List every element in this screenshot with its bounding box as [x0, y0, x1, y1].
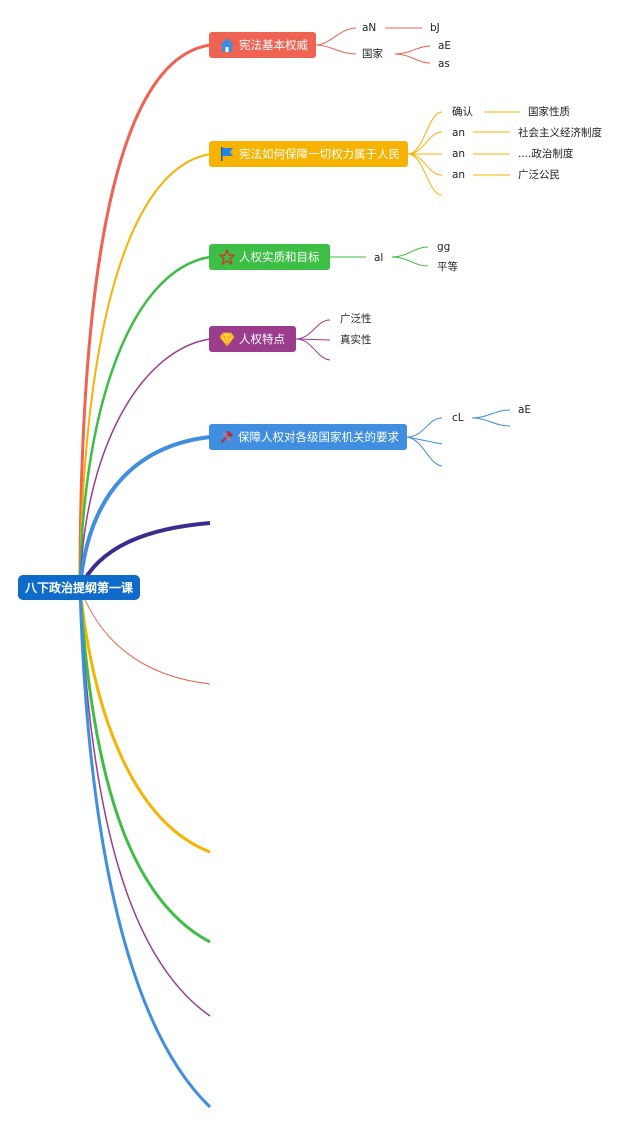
star-icon — [219, 249, 235, 265]
topic-label: 保障人权对各级国家机关的要求 — [238, 430, 399, 444]
branch-red-7 — [79, 587, 211, 685]
leaf-t2-2[interactable]: an — [452, 127, 466, 139]
topic-label: 人权特点 — [239, 332, 285, 346]
t5-sub-a-c2 — [471, 417, 511, 427]
leaf-t2-3[interactable]: an — [452, 148, 466, 160]
t2-sub-5 — [407, 153, 443, 196]
topic-label: 宪法如何保障一切权力属于人民 — [239, 147, 400, 161]
topic-constitution-authority[interactable]: 宪法基本权威 — [209, 32, 316, 58]
topic-state-organ-requirements[interactable]: 保障人权对各级国家机关的要求 — [209, 424, 407, 450]
tools-icon — [220, 430, 233, 443]
t3-sub-a-c2 — [391, 256, 429, 267]
branch-blue-11 — [78, 587, 212, 1109]
branch-blue-5 — [78, 435, 211, 589]
leaf-t2-1[interactable]: 确认 — [452, 106, 473, 118]
flag-icon — [221, 147, 233, 161]
leaf-t5-a-child[interactable]: aE — [518, 404, 532, 416]
branch-yellow-8 — [78, 587, 211, 854]
diamond-icon — [219, 332, 235, 347]
t3-sub-a-c1 — [391, 246, 429, 258]
leaf-t2-3-child[interactable]: ....政治制度 — [518, 148, 574, 160]
branch-navy-6 — [78, 521, 211, 589]
t1-sub-a — [315, 27, 357, 46]
leaf-t2-4-child[interactable]: 广泛公民 — [518, 169, 560, 181]
branch-red-1 — [78, 43, 211, 589]
t5-sub-b — [406, 436, 443, 445]
t1-sub-b-c2 — [394, 53, 431, 64]
leaf-t2-1-child[interactable]: 国家性质 — [528, 106, 570, 118]
leaf-t1-b-c1[interactable]: aE — [438, 40, 452, 52]
leaf-t1-b-c2[interactable]: as — [438, 58, 450, 70]
t5-sub-c — [406, 436, 443, 467]
leaf-t2-2-child[interactable]: 社会主义经济制度 — [518, 127, 602, 139]
topic-label: 宪法基本权威 — [239, 38, 308, 52]
t4-sub-2 — [295, 338, 331, 341]
leaf-t3-c2[interactable]: 平等 — [437, 261, 458, 273]
leaf-t1-a[interactable]: aN — [362, 22, 377, 34]
t1-sub-b-c1 — [394, 45, 431, 55]
house-icon — [220, 38, 234, 52]
leaf-t3-a[interactable]: al — [374, 252, 384, 264]
branch-green-3 — [78, 255, 211, 589]
root-node[interactable]: 八下政治提纲第一课 — [18, 575, 140, 600]
t2-sub-2 — [407, 131, 443, 155]
topic-human-rights-essence[interactable]: 人权实质和目标 — [209, 244, 330, 270]
branch-purple-10 — [79, 587, 211, 1017]
leaf-t1-a-child[interactable]: bJ — [430, 22, 440, 34]
t5-sub-a-c1 — [471, 409, 511, 419]
leaf-t4-1[interactable]: 广泛性 — [340, 313, 372, 325]
leaf-t4-2[interactable]: 真实性 — [340, 334, 372, 346]
branch-purple-4 — [79, 338, 211, 589]
leaf-t1-b[interactable]: 国家 — [362, 48, 383, 60]
t4-sub-1 — [295, 319, 331, 340]
t5-sub-a — [406, 417, 443, 438]
topic-label: 人权实质和目标 — [239, 250, 320, 264]
branch-yellow-2 — [79, 153, 211, 589]
leaf-t3-c1[interactable]: gg — [437, 241, 451, 253]
branch-green-9 — [78, 587, 211, 944]
leaf-t5-a[interactable]: cL — [452, 412, 464, 424]
t1-sub-b — [315, 44, 357, 55]
leaf-t2-4[interactable]: an — [452, 169, 466, 181]
t4-sub-3 — [295, 338, 331, 361]
t2-sub-1 — [407, 111, 443, 155]
topic-human-rights-features[interactable]: 人权特点 — [209, 326, 296, 352]
topic-power-to-people[interactable]: 宪法如何保障一切权力属于人民 — [209, 141, 408, 167]
